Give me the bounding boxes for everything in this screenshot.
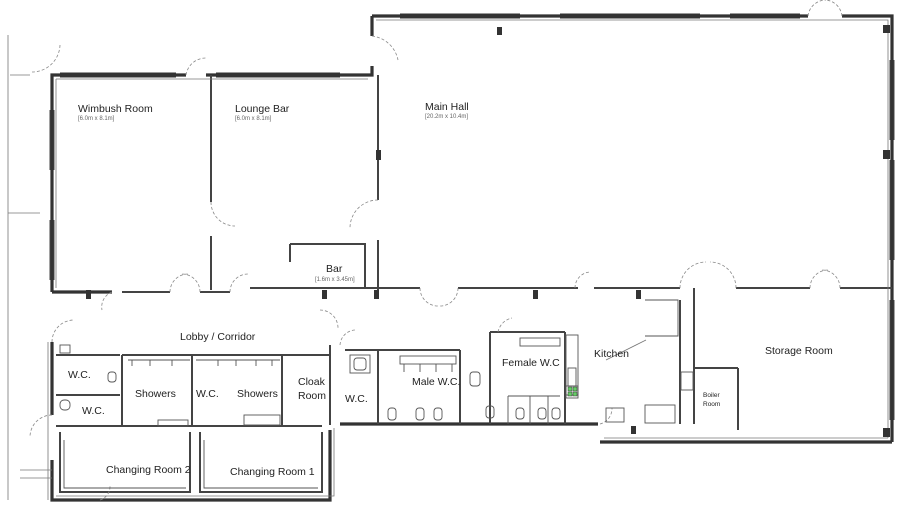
wc-upper-left-label: W.C. — [68, 369, 91, 381]
fixtures — [59, 299, 694, 489]
exterior-walls — [50, 14, 894, 502]
boiler-room-label-2: Room — [703, 401, 721, 408]
male-wc-label: Male W.C. — [412, 376, 461, 388]
bar-size: [1.6m x 3.45m] — [315, 277, 355, 283]
lobby-corridor-label: Lobby / Corridor — [180, 331, 256, 343]
door-swings — [29, 0, 843, 501]
wall-inner-lines — [7, 19, 889, 500]
wc-cloak-label: W.C. — [345, 393, 368, 405]
wimbush-room-label: Wimbush Room — [78, 103, 153, 115]
main-hall-label: Main Hall — [425, 101, 469, 113]
showers-1-label: Showers — [237, 388, 278, 400]
kitchen-label: Kitchen — [594, 348, 630, 360]
lounge-bar-label: Lounge Bar — [235, 103, 290, 115]
wc-middle-label: W.C. — [196, 388, 219, 400]
kitchen-appliances — [567, 386, 578, 397]
bar-label: Bar — [326, 263, 343, 275]
kitchen-hatch-line — [605, 339, 647, 361]
interior-walls — [56, 75, 892, 493]
changing-room-2-label: Changing Room 2 — [106, 464, 191, 476]
wimbush-room-size: [6.0m x 8.1m] — [78, 116, 115, 122]
showers-2-label: Showers — [135, 388, 176, 400]
cloak-room-label-1: Cloak — [298, 376, 325, 388]
boiler-room-label-1: Boiler — [703, 392, 720, 399]
cloak-room-label-2: Room — [298, 390, 327, 402]
main-hall-size: [20.2m x 10.4m] — [425, 114, 469, 120]
female-wc-label: Female W.C — [502, 357, 560, 369]
storage-room-label: Storage Room — [765, 345, 833, 357]
columns — [86, 25, 890, 437]
changing-room-1-label: Changing Room 1 — [230, 466, 315, 478]
lounge-bar-size: [6.0m x 8.1m] — [235, 116, 272, 122]
windows — [49, 13, 895, 420]
wc-lower-left-label: W.C. — [82, 405, 105, 417]
